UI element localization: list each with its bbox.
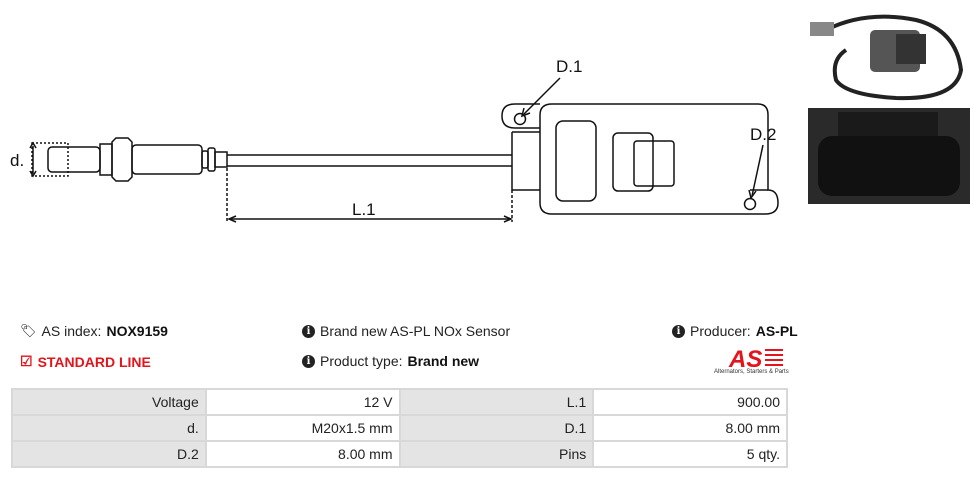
logo-tagline: Alternators, Starters & Parts xyxy=(714,369,789,375)
producer-value: AS-PL xyxy=(755,323,798,339)
producer: i Producer: AS-PL xyxy=(672,323,798,339)
info-icon: i xyxy=(302,354,315,368)
spec-value: 900.00 xyxy=(592,388,788,416)
specs-table: Voltage 12 V L.1 900.00 d. M20x1.5 mm D.… xyxy=(11,388,788,468)
product-type-value: Brand new xyxy=(407,353,480,369)
producer-label: Producer: xyxy=(690,323,751,339)
diagram-label-d2: D.2 xyxy=(750,125,776,144)
product-type-label: Product type: xyxy=(320,353,403,369)
diagram-label-l1: L.1 xyxy=(352,200,376,219)
info-icon: i xyxy=(302,324,315,338)
standard-line: ☑ STANDARD LINE xyxy=(20,353,151,370)
spec-label: Pins xyxy=(398,440,595,468)
spec-value: 8.00 mm xyxy=(592,414,788,442)
as-index-label: AS index: xyxy=(41,323,102,339)
diagram-label-d: d. xyxy=(10,151,24,170)
description-text: Brand new AS-PL NOx Sensor xyxy=(320,323,511,339)
sensor-dimension-diagram: d. L.1 D.1 D.2 xyxy=(10,57,779,223)
spec-value: 5 qty. xyxy=(592,440,788,468)
spec-value: 8.00 mm xyxy=(204,440,401,468)
product-photo-sensor xyxy=(806,0,970,104)
product-photo-connector xyxy=(808,108,970,204)
spec-label: L.1 xyxy=(398,388,595,416)
info-icon: i xyxy=(672,324,685,338)
svg-text:AS: AS xyxy=(728,346,762,373)
table-row: Voltage 12 V L.1 900.00 xyxy=(11,388,788,416)
spec-label: Voltage xyxy=(11,388,207,416)
spec-label: D.2 xyxy=(11,440,207,468)
product-type: i Product type: Brand new xyxy=(302,353,479,369)
spec-label: D.1 xyxy=(398,414,595,442)
spec-value: M20x1.5 mm xyxy=(204,414,401,442)
as-index: 🏷 AS index: NOX9159 xyxy=(20,323,168,339)
spec-value: 12 V xyxy=(204,388,401,416)
table-row: d. M20x1.5 mm D.1 8.00 mm xyxy=(11,414,788,442)
spec-label: d. xyxy=(11,414,207,442)
standard-line-label: STANDARD LINE xyxy=(37,353,151,370)
as-pl-logo: AS xyxy=(728,346,783,373)
diagram-label-d1: D.1 xyxy=(556,57,582,76)
as-index-value: NOX9159 xyxy=(106,323,168,339)
checkbox-icon: ☑ xyxy=(20,353,33,369)
table-row: D.2 8.00 mm Pins 5 qty. xyxy=(11,440,788,468)
description: i Brand new AS-PL NOx Sensor xyxy=(302,323,510,339)
tag-icon: 🏷 xyxy=(20,323,37,338)
